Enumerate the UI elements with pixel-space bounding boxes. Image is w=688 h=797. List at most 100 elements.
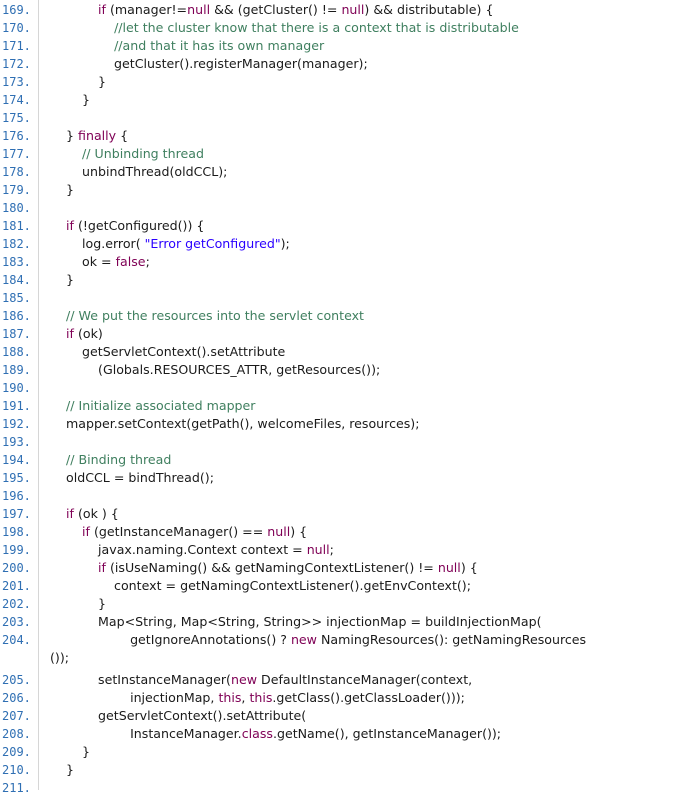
code-token: log.error( — [50, 236, 145, 251]
code-token: context = getNamingContextListener().get… — [50, 578, 471, 593]
code-line: 176. } finally { — [0, 127, 688, 145]
code-text: //let the cluster know that there is a c… — [50, 19, 519, 37]
keyword-token: false — [115, 254, 146, 269]
line-number: 204. — [2, 633, 31, 647]
code-text: if (manager!=null && (getCluster() != nu… — [50, 1, 493, 19]
code-token — [50, 452, 66, 467]
code-line: 205. setInstanceManager(new DefaultInsta… — [0, 671, 688, 689]
code-token: (isUseNaming() && getNamingContextListen… — [105, 560, 438, 575]
code-text: InstanceManager.class.getName(), getInst… — [50, 725, 501, 743]
code-line: 187. if (ok) — [0, 325, 688, 343]
keyword-token: if — [98, 560, 106, 575]
keyword-token: if — [66, 506, 74, 521]
code-text: ok = false; — [50, 253, 150, 271]
line-number: 180. — [2, 201, 31, 215]
code-line: 197. if (ok ) { — [0, 505, 688, 523]
code-text: } — [50, 271, 74, 289]
line-number: 192. — [2, 417, 31, 431]
code-text: getIgnoreAnnotations() ? new NamingResou… — [50, 631, 586, 649]
code-line: 189. (Globals.RESOURCES_ATTR, getResourc… — [0, 361, 688, 379]
code-text: } — [50, 761, 74, 779]
code-token: (!getConfigured()) { — [73, 218, 205, 233]
keyword-token: if — [82, 524, 90, 539]
code-line: 177. // Unbinding thread — [0, 145, 688, 163]
line-number: 177. — [2, 147, 31, 161]
code-line: 188. getServletContext().setAttribute — [0, 343, 688, 361]
line-number: 188. — [2, 345, 31, 359]
line-number: 170. — [2, 21, 31, 35]
code-token: oldCCL = bindThread(); — [50, 470, 214, 485]
code-token: .getName(), getInstanceManager()); — [272, 726, 502, 741]
comment-token: //and that it has its own manager — [114, 38, 325, 53]
line-number: 202. — [2, 597, 31, 611]
code-token: InstanceManager. — [50, 726, 242, 741]
code-token: } — [50, 744, 91, 759]
code-text: if (ok) — [50, 325, 103, 343]
code-token: } — [50, 596, 107, 611]
code-token — [50, 20, 114, 35]
keyword-token: new — [290, 632, 317, 647]
code-line: 180. — [0, 199, 688, 217]
keyword-token: null — [341, 2, 365, 17]
code-text: } — [50, 743, 90, 761]
line-number: 184. — [2, 273, 31, 287]
code-line: 210. } — [0, 761, 688, 779]
code-line: 207. getServletContext().setAttribute( — [0, 707, 688, 725]
keyword-token: class — [241, 726, 273, 741]
comment-token: // Unbinding thread — [82, 146, 204, 161]
keyword-token: null — [306, 542, 330, 557]
line-number: 210. — [2, 763, 31, 777]
code-token: ) { — [290, 524, 308, 539]
line-number: 191. — [2, 399, 31, 413]
line-number: 195. — [2, 471, 31, 485]
line-number: 175. — [2, 111, 31, 125]
code-token: } — [50, 182, 75, 197]
code-text: context = getNamingContextListener().get… — [50, 577, 471, 595]
code-text: injectionMap, this, this.getClass().getC… — [50, 689, 465, 707]
code-token — [50, 560, 98, 575]
code-token: ; — [329, 542, 334, 557]
code-token: ok = — [50, 254, 116, 269]
line-number: 208. — [2, 727, 31, 741]
code-token: } — [50, 128, 79, 143]
line-number: 185. — [2, 291, 31, 305]
code-token: ) && distributable) { — [364, 2, 494, 17]
code-text: if (isUseNaming() && getNamingContextLis… — [50, 559, 478, 577]
line-number-gutter — [0, 0, 39, 790]
code-line: 182. log.error( "Error getConfigured"); — [0, 235, 688, 253]
line-number: 187. — [2, 327, 31, 341]
line-number: 206. — [2, 691, 31, 705]
line-number: 207. — [2, 709, 31, 723]
code-line: 173. } — [0, 73, 688, 91]
string-token: "Error getConfigured" — [144, 236, 281, 251]
code-line: 170. //let the cluster know that there i… — [0, 19, 688, 37]
line-number: 178. — [2, 165, 31, 179]
keyword-token: if — [98, 2, 106, 17]
code-text: ()); — [50, 649, 69, 667]
code-text: //and that it has its own manager — [50, 37, 324, 55]
code-token: (manager!= — [105, 2, 188, 17]
code-line: 194. // Binding thread — [0, 451, 688, 469]
code-line: 201. context = getNamingContextListener(… — [0, 577, 688, 595]
line-number: 174. — [2, 93, 31, 107]
code-line: 192. mapper.setContext(getPath(), welcom… — [0, 415, 688, 433]
code-token — [50, 524, 82, 539]
line-number: 190. — [2, 381, 31, 395]
code-token — [50, 218, 66, 233]
line-number: 211. — [2, 781, 31, 795]
code-line: 181. if (!getConfigured()) { — [0, 217, 688, 235]
code-line: 196. — [0, 487, 688, 505]
line-number: 183. — [2, 255, 31, 269]
comment-token: // Initialize associated mapper — [66, 398, 256, 413]
code-line: 193. — [0, 433, 688, 451]
code-token: mapper.setContext(getPath(), welcomeFile… — [50, 416, 420, 431]
keyword-token: new — [230, 672, 257, 687]
comment-token: //let the cluster know that there is a c… — [114, 20, 519, 35]
line-number: 171. — [2, 39, 31, 53]
line-number: 186. — [2, 309, 31, 323]
code-token: setInstanceManager( — [50, 672, 231, 687]
code-line: 179. } — [0, 181, 688, 199]
code-token: unbindThread(oldCCL); — [50, 164, 228, 179]
code-text: setInstanceManager(new DefaultInstanceMa… — [50, 671, 472, 689]
